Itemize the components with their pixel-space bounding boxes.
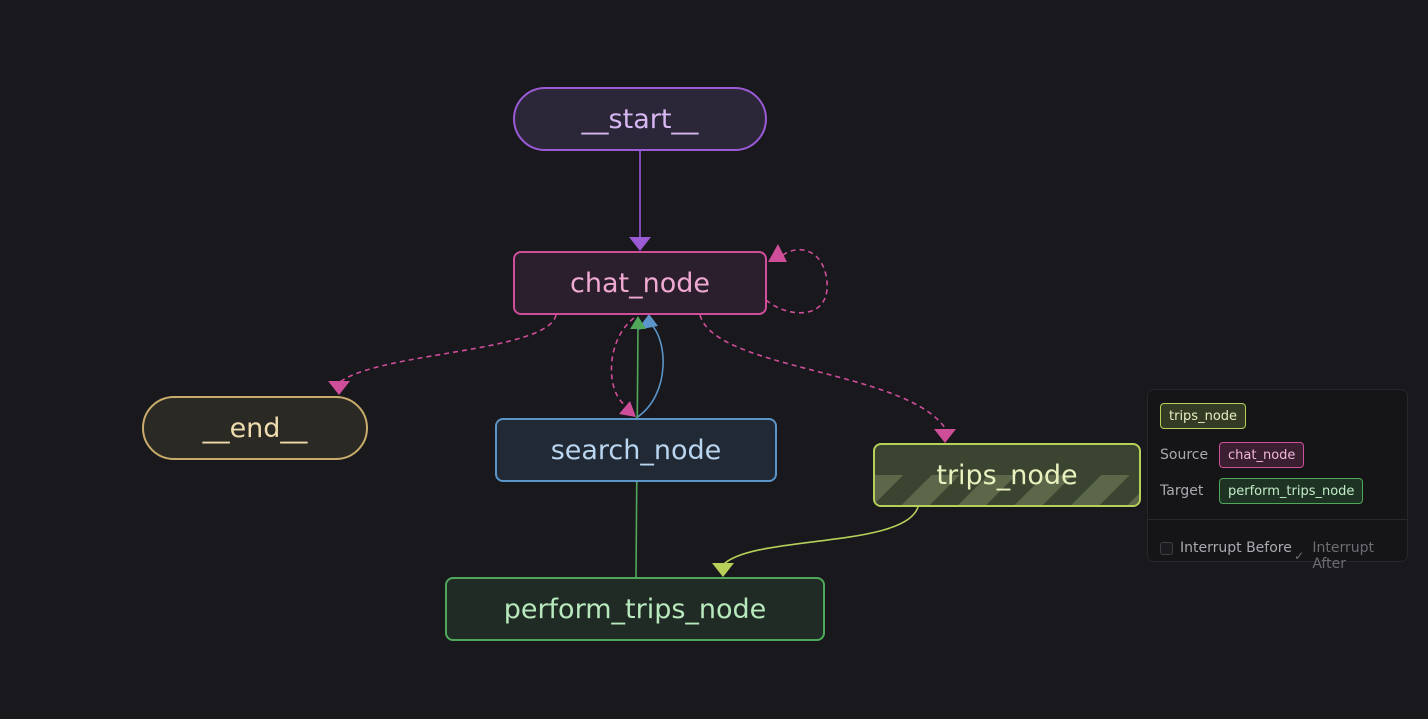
node-perform-trips-label: perform_trips_node (503, 593, 767, 625)
node-start-label: __start__ (581, 103, 699, 135)
arrowhead-chat-self-loop (768, 244, 787, 262)
interrupt-after-checkbox[interactable]: ✓ Interrupt After (1293, 540, 1407, 572)
interrupt-before-label: Interrupt Before (1180, 540, 1292, 556)
source-chip[interactable]: chat_node (1219, 442, 1305, 468)
node-details-panel: trips_node Source chat_node Target perfo… (1147, 389, 1408, 572)
node-chat[interactable]: chat_node (513, 251, 767, 315)
check-icon[interactable]: ✓ (1294, 549, 1305, 563)
edge-chat-to-search[interactable] (610, 317, 635, 408)
node-trips-label: trips_node (936, 459, 1078, 491)
arrowhead-start-to-chat (629, 237, 651, 251)
node-end-label: __end__ (202, 412, 308, 444)
panel-title-chip: trips_node (1160, 403, 1247, 429)
arrowhead-trips-to-perform (712, 563, 734, 577)
node-chat-label: chat_node (570, 267, 710, 299)
node-search-label: search_node (550, 434, 722, 466)
arrowhead-chat-to-search (619, 401, 636, 417)
interrupt-after-label: Interrupt After (1312, 540, 1374, 572)
node-trips[interactable]: trips_node (873, 443, 1141, 507)
node-start[interactable]: __start__ (513, 87, 767, 151)
node-perform-trips[interactable]: perform_trips_node (445, 577, 825, 641)
target-chip[interactable]: perform_trips_node (1219, 478, 1364, 504)
arrowhead-perform-to-chat (630, 316, 646, 329)
edge-chat-to-end[interactable] (339, 314, 557, 383)
arrowhead-chat-to-trips (934, 429, 956, 443)
node-trips-stripes (875, 475, 1139, 505)
edge-search-to-chat[interactable] (635, 321, 664, 419)
target-label: Target (1160, 483, 1204, 499)
panel-divider (1148, 519, 1407, 520)
edge-trips-to-perform[interactable] (723, 506, 919, 565)
node-search[interactable]: search_node (495, 418, 777, 482)
node-end[interactable]: __end__ (142, 396, 368, 460)
interrupt-before-checkbox[interactable]: Interrupt Before (1160, 540, 1292, 556)
arrowhead-chat-to-end (328, 381, 350, 395)
edge-chat-to-trips[interactable] (699, 314, 946, 429)
source-label: Source (1160, 447, 1209, 463)
interrupt-before-box[interactable] (1160, 541, 1173, 555)
